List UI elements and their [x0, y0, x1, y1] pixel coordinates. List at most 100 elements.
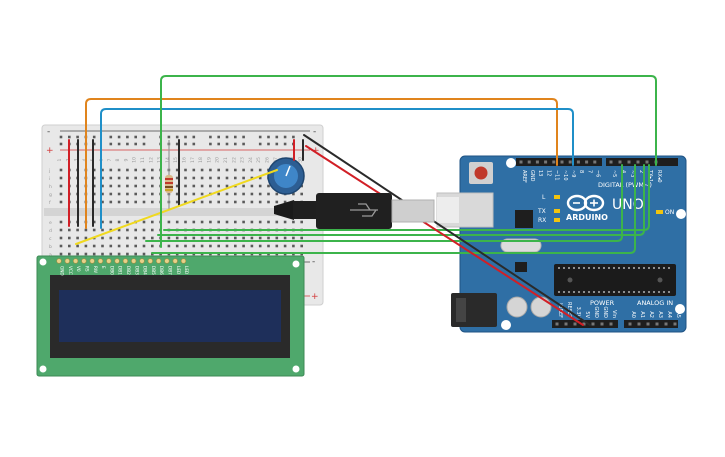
breadboard-hole[interactable] — [217, 192, 220, 196]
breadboard-hole[interactable] — [184, 184, 187, 188]
breadboard-hole[interactable] — [192, 176, 196, 180]
breadboard-hole[interactable] — [101, 168, 104, 172]
rail-hole[interactable] — [76, 135, 79, 139]
rail-hole[interactable] — [225, 135, 229, 139]
breadboard-hole[interactable] — [59, 184, 63, 188]
breadboard-hole[interactable] — [225, 176, 229, 180]
breadboard-hole[interactable] — [209, 200, 212, 204]
breadboard-hole[interactable] — [117, 200, 121, 204]
rail-hole[interactable] — [134, 142, 137, 146]
rail-hole[interactable] — [234, 142, 237, 146]
breadboard-hole[interactable] — [217, 220, 220, 224]
breadboard-hole[interactable] — [184, 200, 187, 204]
breadboard-hole[interactable] — [200, 244, 204, 248]
breadboard-hole[interactable] — [134, 168, 137, 172]
analog-pin[interactable] — [655, 322, 659, 326]
power-pin[interactable] — [573, 322, 577, 326]
breadboard-hole[interactable] — [126, 192, 129, 196]
breadboard-hole[interactable] — [126, 244, 129, 248]
breadboard-hole[interactable] — [126, 168, 129, 172]
breadboard-hole[interactable] — [275, 244, 279, 248]
breadboard-hole[interactable] — [250, 244, 254, 248]
breadboard-hole[interactable] — [250, 200, 254, 204]
lcd-pin[interactable] — [72, 258, 79, 264]
rail-hole[interactable] — [184, 142, 187, 146]
breadboard-hole[interactable] — [68, 228, 71, 232]
resistor[interactable] — [165, 140, 173, 210]
breadboard-hole[interactable] — [92, 176, 96, 180]
analog-pin[interactable] — [664, 322, 668, 326]
rail-hole[interactable] — [134, 135, 137, 139]
digital-pin[interactable] — [544, 160, 548, 164]
rail-hole[interactable] — [209, 142, 212, 146]
rail-hole[interactable] — [109, 135, 113, 139]
breadboard-hole[interactable] — [283, 220, 287, 224]
digital-pin[interactable] — [576, 160, 580, 164]
breadboard-hole[interactable] — [200, 176, 204, 180]
breadboard-hole[interactable] — [283, 236, 287, 240]
rail-hole[interactable] — [192, 135, 196, 139]
breadboard-hole[interactable] — [234, 236, 237, 240]
reset-button[interactable] — [474, 166, 488, 180]
breadboard-hole[interactable] — [200, 168, 204, 172]
breadboard-hole[interactable] — [267, 236, 270, 240]
rail-hole[interactable] — [175, 142, 179, 146]
breadboard-hole[interactable] — [258, 200, 262, 204]
breadboard-hole[interactable] — [126, 176, 129, 180]
breadboard-hole[interactable] — [234, 176, 237, 180]
breadboard-hole[interactable] — [184, 192, 187, 196]
breadboard-hole[interactable] — [142, 236, 146, 240]
rail-hole[interactable] — [258, 135, 262, 139]
breadboard-hole[interactable] — [84, 236, 88, 240]
breadboard-hole[interactable] — [267, 192, 270, 196]
lcd-pin[interactable] — [106, 258, 112, 264]
breadboard-hole[interactable] — [117, 252, 121, 256]
breadboard-hole[interactable] — [192, 244, 196, 248]
breadboard-hole[interactable] — [117, 192, 121, 196]
digital-pin[interactable] — [527, 160, 531, 164]
rail-hole[interactable] — [275, 142, 279, 146]
rail-hole[interactable] — [192, 142, 196, 146]
lcd-pin[interactable] — [172, 258, 178, 264]
rail-hole[interactable] — [258, 142, 262, 146]
breadboard-hole[interactable] — [258, 220, 262, 224]
breadboard-hole[interactable] — [134, 192, 137, 196]
breadboard-hole[interactable] — [109, 192, 113, 196]
breadboard-hole[interactable] — [134, 184, 137, 188]
breadboard-hole[interactable] — [300, 220, 303, 224]
power-pin[interactable] — [555, 322, 559, 326]
breadboard-hole[interactable] — [126, 184, 129, 188]
rail-hole[interactable] — [126, 142, 129, 146]
breadboard-hole[interactable] — [250, 168, 254, 172]
breadboard-hole[interactable] — [109, 252, 113, 256]
breadboard-hole[interactable] — [68, 236, 71, 240]
digital-pin[interactable] — [552, 160, 556, 164]
breadboard-hole[interactable] — [151, 236, 154, 240]
lcd-pin[interactable] — [147, 258, 153, 264]
breadboard-hole[interactable] — [275, 220, 279, 224]
breadboard-hole[interactable] — [217, 184, 220, 188]
breadboard-hole[interactable] — [300, 192, 303, 196]
breadboard-hole[interactable] — [275, 200, 279, 204]
breadboard-hole[interactable] — [200, 200, 204, 204]
breadboard-hole[interactable] — [225, 168, 229, 172]
wire-green-2[interactable] — [151, 164, 636, 254]
breadboard-hole[interactable] — [134, 228, 137, 232]
lcd-pin[interactable] — [122, 258, 128, 264]
rail-hole[interactable] — [242, 135, 245, 139]
breadboard-hole[interactable] — [59, 228, 63, 232]
breadboard-hole[interactable] — [134, 176, 137, 180]
breadboard-hole[interactable] — [142, 244, 146, 248]
breadboard-hole[interactable] — [126, 220, 129, 224]
wire-yellow[interactable] — [75, 169, 278, 245]
breadboard-hole[interactable] — [209, 168, 212, 172]
breadboard-hole[interactable] — [217, 176, 220, 180]
breadboard-hole[interactable] — [192, 192, 196, 196]
rail-hole[interactable] — [283, 135, 287, 139]
breadboard-hole[interactable] — [101, 200, 104, 204]
breadboard-hole[interactable] — [292, 192, 295, 196]
breadboard-hole[interactable] — [76, 252, 79, 256]
wire-black-gnd[interactable] — [303, 134, 591, 326]
wire-green-4[interactable] — [163, 164, 650, 231]
breadboard-hole[interactable] — [59, 192, 63, 196]
